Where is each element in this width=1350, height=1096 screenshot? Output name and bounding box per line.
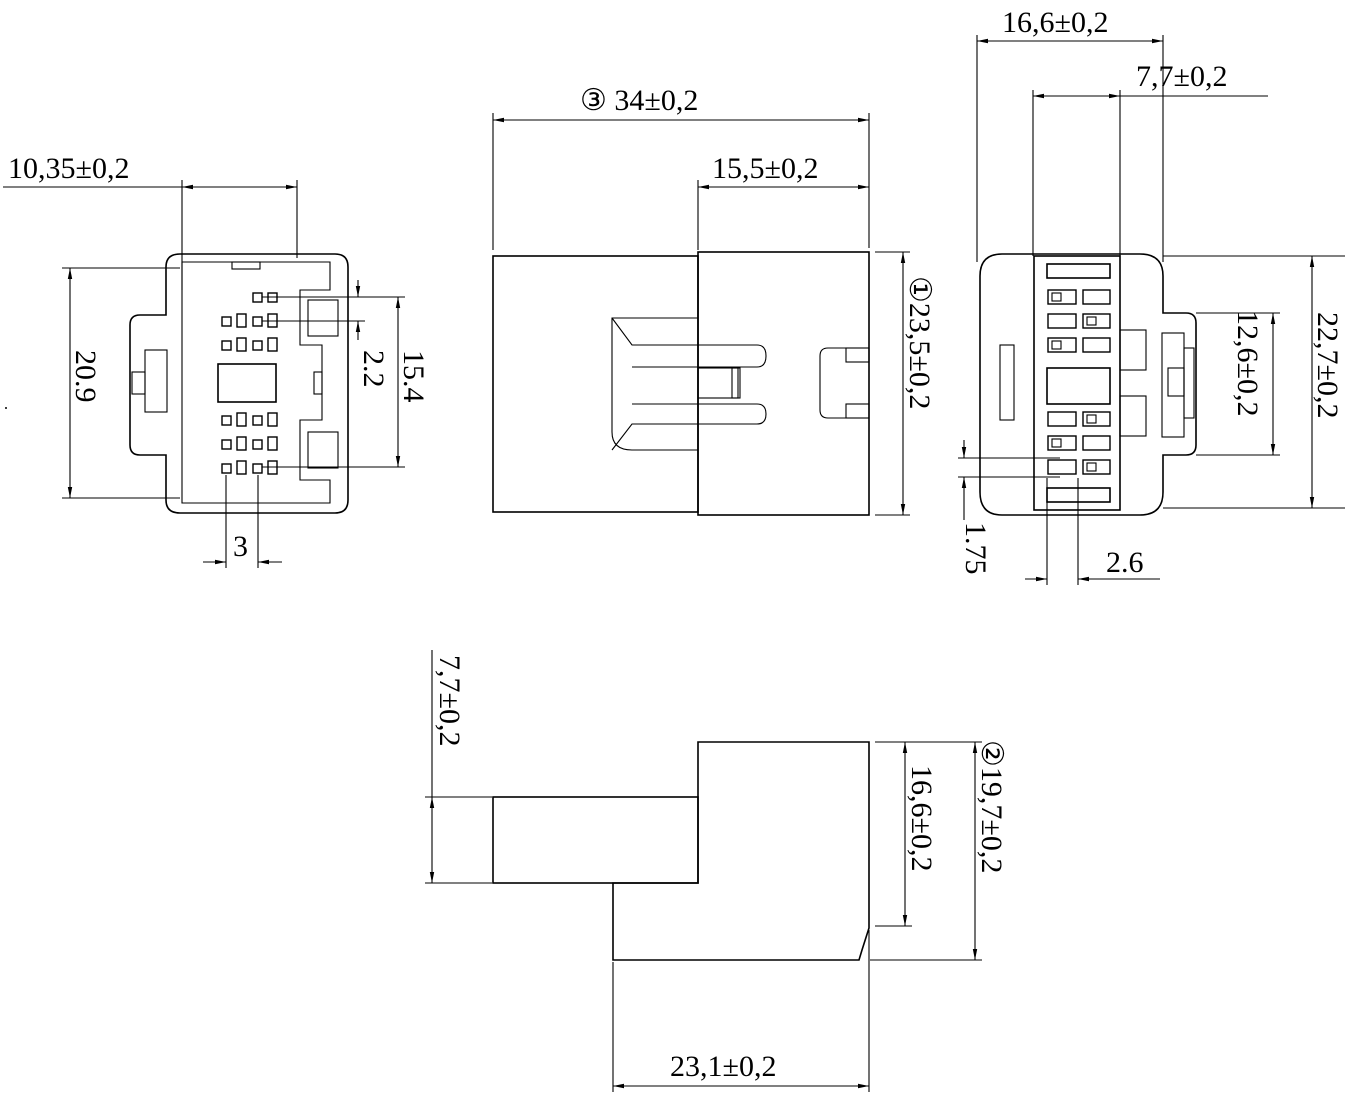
rear-sub-width-dim: 7,7±0,2 <box>1136 60 1227 93</box>
rear-pitch-h-dim: 2.6 <box>1106 546 1144 579</box>
top-body-height-dim: 16,6±0,2 <box>905 765 938 871</box>
top-tab-height-dim: 7,7±0,2 <box>433 655 466 746</box>
side-height-dim: ①23,5±0,2 <box>903 276 936 409</box>
front-view: 10,35±0,2 20.9 2.2 15.4 3 <box>3 152 430 568</box>
side-sub-length-dim: 15,5±0,2 <box>712 152 818 185</box>
front-height-dim: 20.9 <box>69 350 102 403</box>
stray-mark <box>5 407 7 409</box>
side-length-dim: ③ 34±0,2 <box>580 84 698 117</box>
top-total-height-dim: ②19,7±0,2 <box>975 740 1008 873</box>
side-view: ③ 34±0,2 15,5±0,2 ①23,5±0,2 <box>492 84 936 516</box>
rear-pitch-v-dim: 1.75 <box>959 522 992 575</box>
front-span-v-dim: 15.4 <box>397 350 430 403</box>
front-terminals-top <box>221 292 278 352</box>
rear-terminals <box>1047 289 1111 475</box>
rear-width-dim: 16,6±0,2 <box>1002 6 1108 39</box>
rear-height-dim: 22,7±0,2 <box>1311 312 1344 418</box>
rear-view: 16,6±0,2 7,7±0,2 12,6±0,2 22,7±0,2 1.75 … <box>958 6 1345 585</box>
rear-latch-height-dim: 12,6±0,2 <box>1231 310 1264 416</box>
top-view: 7,7±0,2 16,6±0,2 ②19,7±0,2 23,1±0,2 <box>425 650 1008 1092</box>
front-terminals-bottom <box>221 412 278 475</box>
front-pitch-h-dim: 3 <box>233 530 248 563</box>
front-pitch-v-dim: 2.2 <box>357 350 390 388</box>
front-width-dim: 10,35±0,2 <box>8 152 129 185</box>
top-length-dim: 23,1±0,2 <box>670 1050 776 1083</box>
